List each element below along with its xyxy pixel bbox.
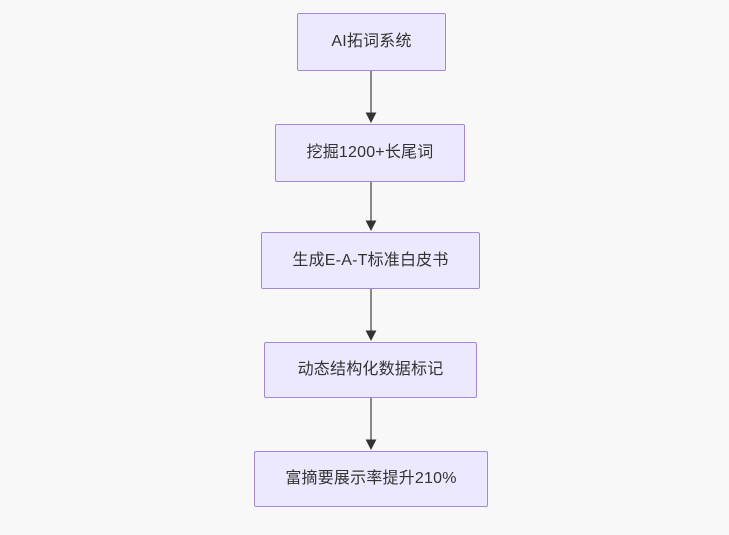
flow-node-mine-longtail-keywords[interactable]: 挖掘1200+长尾词 [275,124,465,182]
arrow-icon [365,289,377,341]
arrow-icon [365,182,377,231]
arrow-icon [365,71,377,123]
flow-node-dynamic-structured-data-markup[interactable]: 动态结构化数据标记 [264,342,477,398]
edge-n1-n2 [361,71,381,125]
edge-n4-n5 [361,398,381,452]
flow-node-label: 生成E-A-T标准白皮书 [292,251,449,269]
flow-node-label: AI拓词系统 [331,33,412,51]
flow-node-rich-snippet-uplift[interactable]: 富摘要展示率提升210% [254,451,488,507]
arrow-icon [365,398,377,450]
flow-node-label: 挖掘1200+长尾词 [306,144,434,162]
flow-node-ai-keyword-system[interactable]: AI拓词系统 [297,13,446,71]
edge-n3-n4 [361,289,381,343]
edge-n2-n3 [361,182,381,233]
flow-node-generate-eat-whitepaper[interactable]: 生成E-A-T标准白皮书 [261,232,480,289]
flow-node-label: 动态结构化数据标记 [297,361,444,379]
flow-node-label: 富摘要展示率提升210% [285,470,457,488]
